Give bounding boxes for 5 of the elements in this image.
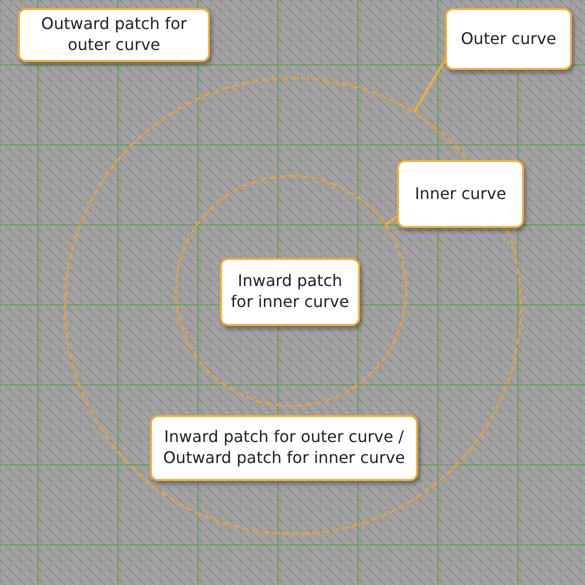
dashed-curve xyxy=(175,175,407,407)
callout-box: Outward patch for outer curve xyxy=(18,8,210,62)
callout-box: Outer curve xyxy=(445,8,572,70)
callout-box: Inward patch for inner curve xyxy=(220,258,360,326)
callout-box: Inward patch for outer curve / Outward patch for inner curve xyxy=(150,415,418,481)
